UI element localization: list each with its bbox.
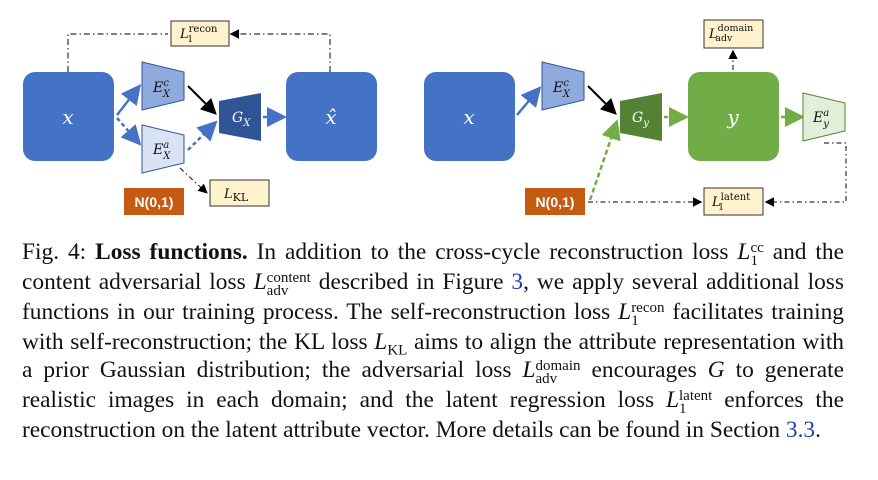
recon-loss-box [170,20,230,47]
noise-label-right: N(0,1) [536,194,575,210]
output-xhat-label: x̂ [325,105,336,129]
arrow-attr-to-kl [179,167,208,194]
generator-right [620,93,662,141]
output-y-label: y [726,105,739,129]
kl-loss-box [209,179,270,207]
generator-left-label: GX [232,110,251,129]
caption-text-7: encourages [591,357,697,384]
math-g: G [707,357,725,384]
input-x-label: x [62,105,73,129]
arrow-attr-enc-to-latent [764,142,847,207]
caption-text-2: and the content adversarial loss [22,239,844,295]
caption-text-6: aims to align the attribute representati… [22,329,845,384]
caption-text-8: to generate realistic images in each dom… [22,357,844,414]
generator-right-label: Gy [632,110,649,129]
figure-caption: Fig. 4: Loss functions. In addition to t… [22,238,844,445]
caption-text-9: enforces the reconstruction on the laten… [22,387,844,444]
noise-box-left [124,188,184,215]
latent-loss-box [703,187,764,216]
attribute-encoder-y [802,92,846,142]
generator-left [219,93,261,141]
input-x-label-right: x [463,105,474,129]
input-x-box [23,72,114,161]
recon-loop-arrow-out [229,29,331,72]
noise-box-right [525,188,585,215]
kl-loss-label: LKL [223,187,249,204]
input-x-box-right [424,72,515,161]
arrow-noise-to-gen-right [588,119,621,201]
domain-loss-box [703,19,764,49]
arrow-attr-to-gen-left [187,120,218,151]
math-l-kl: LKL [374,329,408,359]
output-xhat-box [286,72,377,161]
arrow-content-to-gen-right [587,85,617,115]
recon-loop-arrow [67,33,168,72]
section-ref-link[interactable]: 3.3 [785,417,816,444]
arrow-x-to-content-enc [116,84,142,116]
attribute-encoder-left [141,124,185,174]
caption-prefix: Fig. 4: [22,239,87,265]
caption-title: Loss functions. [95,239,248,265]
arrow-content-to-gen-left [187,85,217,115]
content-encoder-right [541,61,585,111]
arrow-x-to-content-enc-right [516,86,542,116]
content-encoder-left [141,61,185,111]
caption-text-3: described in Figure [318,269,504,295]
noise-label-left: N(0,1) [135,194,174,210]
caption-text-10: . [815,417,821,444]
figure-ref-link[interactable]: 3 [511,269,524,295]
caption-text-4: , we apply several additional loss funct… [22,269,844,325]
output-y-box [688,72,779,161]
arrow-x-to-attr-enc [116,117,142,146]
caption-text-5: facilitates training with self-reconstru… [22,299,844,355]
caption-text-1: In addition to the cross-cycle reconstru… [256,239,729,265]
